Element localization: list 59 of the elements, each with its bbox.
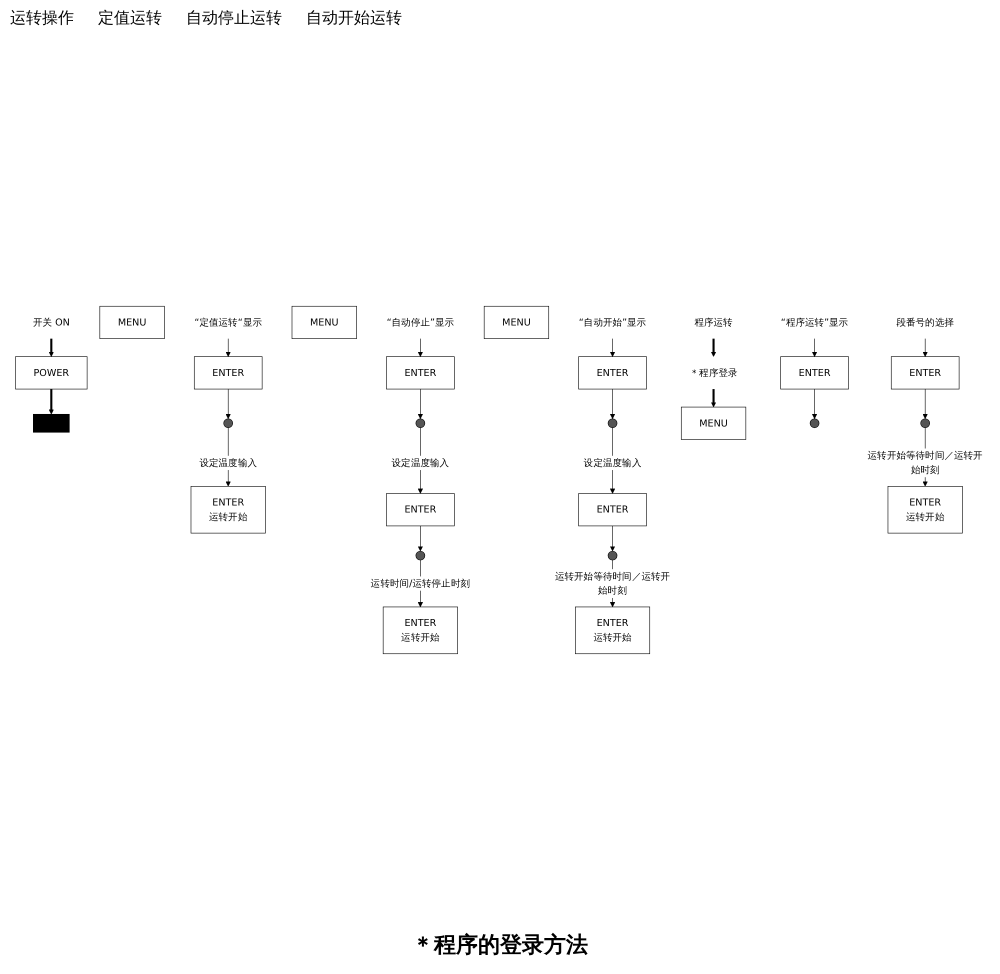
node-box: ENTER [578, 356, 647, 390]
node-circle [810, 418, 820, 428]
node-box: POWER [15, 356, 88, 390]
arrow [418, 526, 424, 552]
node-text: ＊程序登录 [690, 366, 738, 378]
node-box: ENTER 运转开始 [190, 486, 266, 534]
node-box: ENTER [780, 356, 849, 390]
heading-text: 定值运转 [98, 8, 162, 29]
node-circle [608, 550, 618, 560]
arrow [418, 388, 424, 420]
arrow [226, 338, 231, 357]
node-box: MENU [100, 306, 165, 339]
arrow [48, 389, 54, 415]
arrow [226, 388, 231, 420]
arrow [710, 389, 716, 408]
node-box: ENTER [386, 493, 455, 526]
node-box: ENTER [194, 356, 262, 390]
node-box: ENTER [578, 493, 647, 526]
node-box: MENU [680, 406, 746, 440]
arrow [922, 338, 928, 357]
node-box: ENTER 运转开始 [382, 606, 458, 654]
node-circle [416, 418, 426, 428]
arrow [812, 338, 818, 357]
edge-label: 设定温度输入 [584, 456, 642, 468]
edge-label: 设定温度输入 [199, 456, 258, 468]
node-box: ENTER [386, 356, 455, 390]
edge-label: 设定温度输入 [392, 456, 450, 468]
arrow [812, 388, 818, 420]
arrow [48, 338, 54, 357]
node-circle [223, 418, 233, 428]
node-circle [920, 418, 930, 428]
heading-text: 自动开始运转 [306, 8, 402, 29]
arrow [610, 526, 616, 552]
arrow [610, 388, 616, 420]
caption: ＊程序的登录方法 [411, 932, 589, 960]
arrow [922, 388, 928, 420]
edge-label: 运转开始等待时间／运转开始时刻 [868, 450, 983, 476]
node-text: “程序运转”显示 [780, 316, 848, 328]
node-circle [416, 550, 426, 560]
node-text: 程序运转 [694, 316, 733, 328]
edge-label: 运转时间/运转停止时刻 [370, 578, 470, 589]
node-bar [33, 414, 70, 433]
arrow [418, 338, 424, 357]
node-circle [608, 418, 618, 428]
node-box: ENTER [890, 356, 960, 390]
heading-text: 运转操作 [10, 8, 74, 29]
node-text: “自动停止”显示 [386, 316, 454, 328]
arrow [710, 338, 716, 357]
edge-label: 运转开始等待时间／运转开始时刻 [554, 570, 670, 596]
heading-text: 自动停止运转 [186, 8, 282, 29]
node-box: ENTER 运转开始 [888, 486, 963, 534]
node-text: 段番号的选择 [896, 316, 954, 328]
node-text: “自动开始”显示 [578, 316, 646, 328]
arrow [610, 338, 616, 357]
node-text: 开关 ON [32, 316, 70, 328]
node-box: MENU [484, 306, 550, 339]
node-box: ENTER 运转开始 [575, 606, 650, 654]
node-box: MENU [292, 306, 357, 339]
node-text: “定值运转“显示 [194, 316, 262, 328]
